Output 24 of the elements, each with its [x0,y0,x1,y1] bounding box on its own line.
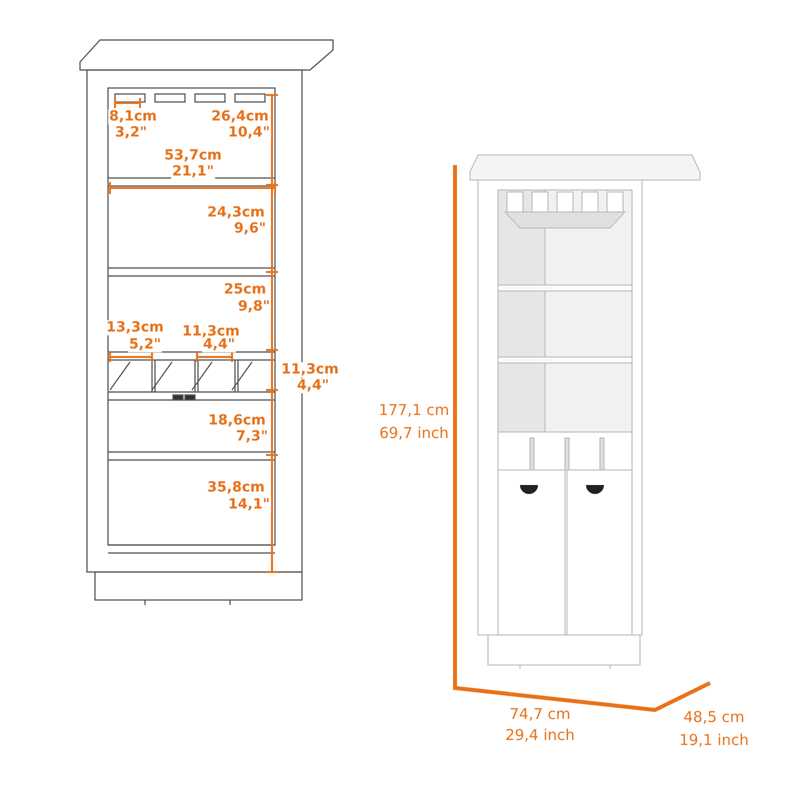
dimension-label: 8,1cm [108,109,158,125]
dimension-label: 35,8cm [206,480,266,496]
dimension-label: 10,4" [227,125,271,141]
dimension-label: 48,5 cm [682,708,746,726]
dimension-label: 9,8" [236,299,272,315]
dimension-label: 3,2" [114,125,148,141]
dimension-label: 177,1 cm [378,402,450,418]
dimension-label: 4,4" [202,337,236,353]
dimension-label: 21,1" [171,164,215,180]
dimension-label: 24,3cm [206,205,266,221]
dimension-label: 69,7 inch [378,424,450,442]
dimension-label: 29,4 inch [504,726,576,744]
dimension-label: 4,4" [296,378,330,394]
dimension-label: 5,2" [128,337,162,353]
dimension-label: 74,7 cm [508,706,572,722]
dimension-label: 53,7cm [163,148,223,164]
dimension-label: 7,3" [234,429,270,445]
dimension-label: 18,6cm [207,413,267,429]
dimension-label: 19,1 inch [678,732,750,748]
dimension-label: 9,6" [232,221,268,237]
dimension-label: 13,3cm [105,320,165,336]
dimension-label: 11,3cm [280,362,340,378]
dimension-label: 14,1" [227,497,271,513]
dimension-label: 26,4cm [210,109,270,125]
